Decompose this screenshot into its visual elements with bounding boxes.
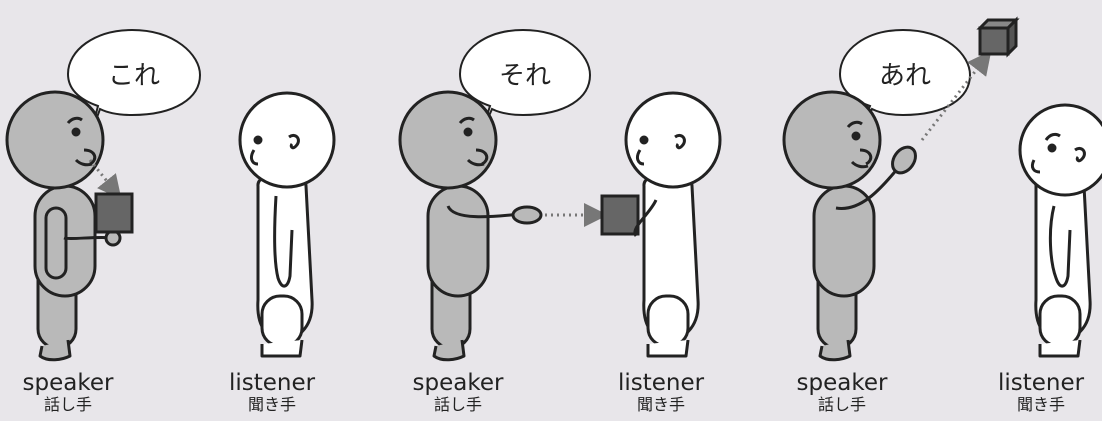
role-jp-text: 話し手: [403, 396, 513, 414]
panel-sore: それ: [400, 30, 720, 360]
panel-are: あれ: [784, 20, 1102, 360]
listener-figure: [626, 93, 720, 356]
role-text: listener: [986, 370, 1096, 396]
box-object: [980, 20, 1016, 54]
role-text: listener: [217, 370, 327, 396]
speaker-figure: [784, 92, 920, 360]
listener-label: listener 聞き手: [606, 370, 716, 414]
role-jp-text: 聞き手: [606, 396, 716, 414]
speech-text: あれ: [879, 61, 931, 91]
role-jp-text: 話し手: [18, 396, 118, 414]
speaker-label: speaker 話し手: [787, 370, 897, 414]
listener-figure: [1020, 105, 1102, 356]
role-jp-text: 聞き手: [986, 396, 1096, 414]
role-text: speaker: [18, 370, 118, 396]
speaker-label: speaker 話し手: [403, 370, 513, 414]
box-object: [96, 194, 132, 232]
role-text: listener: [606, 370, 716, 396]
role-text: speaker: [403, 370, 513, 396]
speech-text: それ: [499, 61, 551, 91]
box-object: [602, 196, 638, 234]
panel-kore: これ: [7, 30, 334, 360]
listener-figure: [240, 93, 334, 356]
listener-label: listener 聞き手: [986, 370, 1096, 414]
speaker-label: speaker 話し手: [18, 370, 118, 414]
role-text: speaker: [787, 370, 897, 396]
speech-text: これ: [108, 61, 160, 91]
role-jp-text: 話し手: [787, 396, 897, 414]
listener-label: listener 聞き手: [217, 370, 327, 414]
role-jp-text: 聞き手: [217, 396, 327, 414]
